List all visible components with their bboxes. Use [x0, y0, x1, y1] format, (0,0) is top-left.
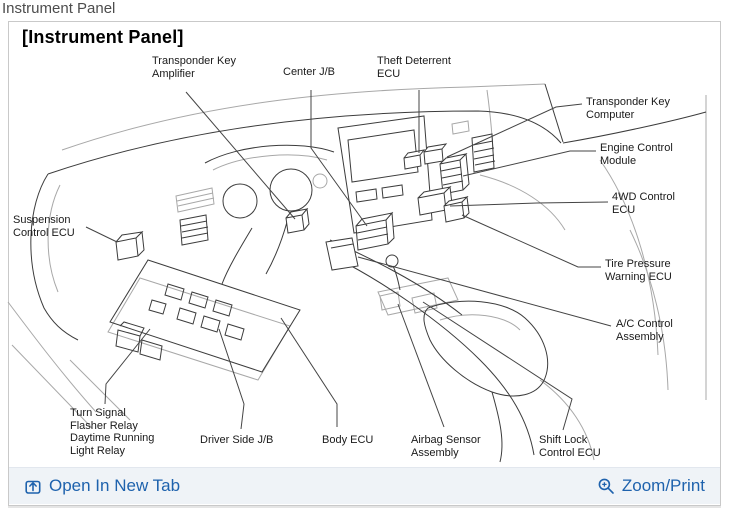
diagram-heading: [Instrument Panel] [22, 27, 184, 47]
label-line: Body ECU [322, 434, 374, 446]
label-line: ECU [377, 67, 401, 80]
label-line: Light Relay [70, 444, 126, 457]
zoom-print-label: Zoom/Print [621, 476, 705, 495]
label-line: Shift Lock [539, 434, 588, 446]
label-line: Daytime Running [70, 432, 155, 444]
label-line: Control ECU [539, 446, 601, 459]
label-engine-control-module: Engine Control Module [600, 142, 673, 167]
open-in-new-tab-link[interactable]: Open In New Tab [24, 476, 180, 496]
diagram-toolbar: Open In New Tab Zoom/Print [9, 467, 720, 504]
label-line: Suspension [13, 214, 71, 226]
label-line: Turn Signal [70, 407, 126, 419]
label-transponder-key-computer: Transponder Key Computer [586, 96, 670, 121]
page-title: Instrument Panel [2, 0, 116, 17]
open-in-new-tab-icon [24, 477, 42, 495]
label-line: Assembly [616, 330, 664, 343]
label-tire-pressure-warning-ecu: Tire Pressure Warning ECU [605, 258, 672, 283]
label-driver-side-jb: Driver Side J/B [200, 434, 273, 447]
label-line: Flasher Relay [70, 419, 138, 432]
label-turn-signal-flasher-relay: Turn Signal Flasher Relay Daytime Runnin… [70, 407, 154, 457]
open-in-new-tab-label: Open In New Tab [49, 476, 181, 495]
label-4wd-control-ecu: 4WD Control ECU [612, 191, 675, 216]
zoom-print-link[interactable]: Zoom/Print [597, 476, 705, 496]
label-line: A/C Control [616, 318, 673, 330]
label-suspension-control-ecu: Suspension Control ECU [13, 214, 75, 239]
label-line: Center J/B [283, 66, 335, 78]
label-line: Transponder Key [586, 96, 670, 108]
magnifier-plus-icon [597, 477, 615, 495]
label-line: Module [600, 154, 637, 167]
label-body-ecu: Body ECU [322, 434, 373, 447]
label-line: Airbag Sensor [411, 434, 481, 446]
label-airbag-sensor-assembly: Airbag Sensor Assembly [411, 434, 481, 459]
label-line: Engine Control [600, 142, 673, 154]
label-line: ECU [612, 203, 636, 216]
label-theft-deterrent-ecu: Theft Deterrent ECU [377, 55, 451, 80]
label-line: Assembly [411, 446, 459, 459]
label-line: Driver Side J/B [200, 434, 274, 446]
label-transponder-key-amplifier: Transponder Key Amplifier [152, 55, 236, 80]
label-line: Theft Deterrent [377, 55, 451, 67]
label-ac-control-assembly: A/C Control Assembly [616, 318, 673, 343]
label-line: Control ECU [13, 226, 75, 239]
label-line: Amplifier [152, 67, 195, 80]
label-center-jb: Center J/B [283, 66, 335, 79]
label-line: Warning ECU [605, 270, 672, 283]
label-line: 4WD Control [612, 191, 675, 203]
label-line: Tire Pressure [605, 258, 671, 270]
label-line: Transponder Key [152, 55, 236, 67]
label-line: Computer [586, 108, 635, 121]
label-shift-lock-control-ecu: Shift Lock Control ECU [539, 434, 601, 459]
